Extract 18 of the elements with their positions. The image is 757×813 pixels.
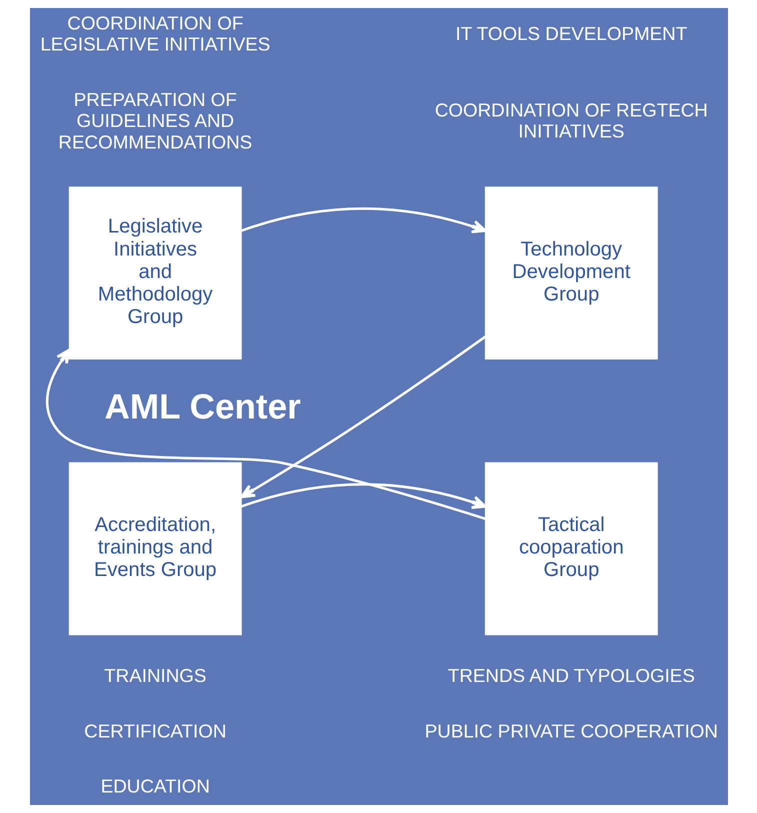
arrow <box>240 336 486 498</box>
label: EDUCATION <box>100 775 210 796</box>
label: TRENDS AND TYPOLOGIES <box>447 665 694 686</box>
label: PUBLIC PRIVATE COOPERATION <box>424 720 718 742</box>
arrow <box>240 483 486 509</box>
label: PREPARATION OF GUIDELINES AND RECOMMENDATIONS <box>58 88 252 152</box>
label: CERTIFICATION <box>84 720 226 742</box>
label: COORDINATION OF REGTECH INITIATIVES <box>434 99 708 142</box>
label: IT TOOLS DEVELOPMENT <box>455 22 687 44</box>
label: COORDINATION OF LEGISLATIVE INITIATIVES <box>40 12 270 55</box>
arrow <box>240 207 486 234</box>
node-box: Tactical cooparation Group <box>484 462 658 636</box>
node-box: Legislative Initiatives and Methodology Group <box>68 186 242 360</box>
node-box: Technology Development Group <box>484 186 658 360</box>
label: AML Center <box>104 387 300 426</box>
node-box: Accreditation, trainings and Events Group <box>68 462 242 636</box>
arrow <box>46 348 486 520</box>
label: TRAININGS <box>104 665 206 686</box>
